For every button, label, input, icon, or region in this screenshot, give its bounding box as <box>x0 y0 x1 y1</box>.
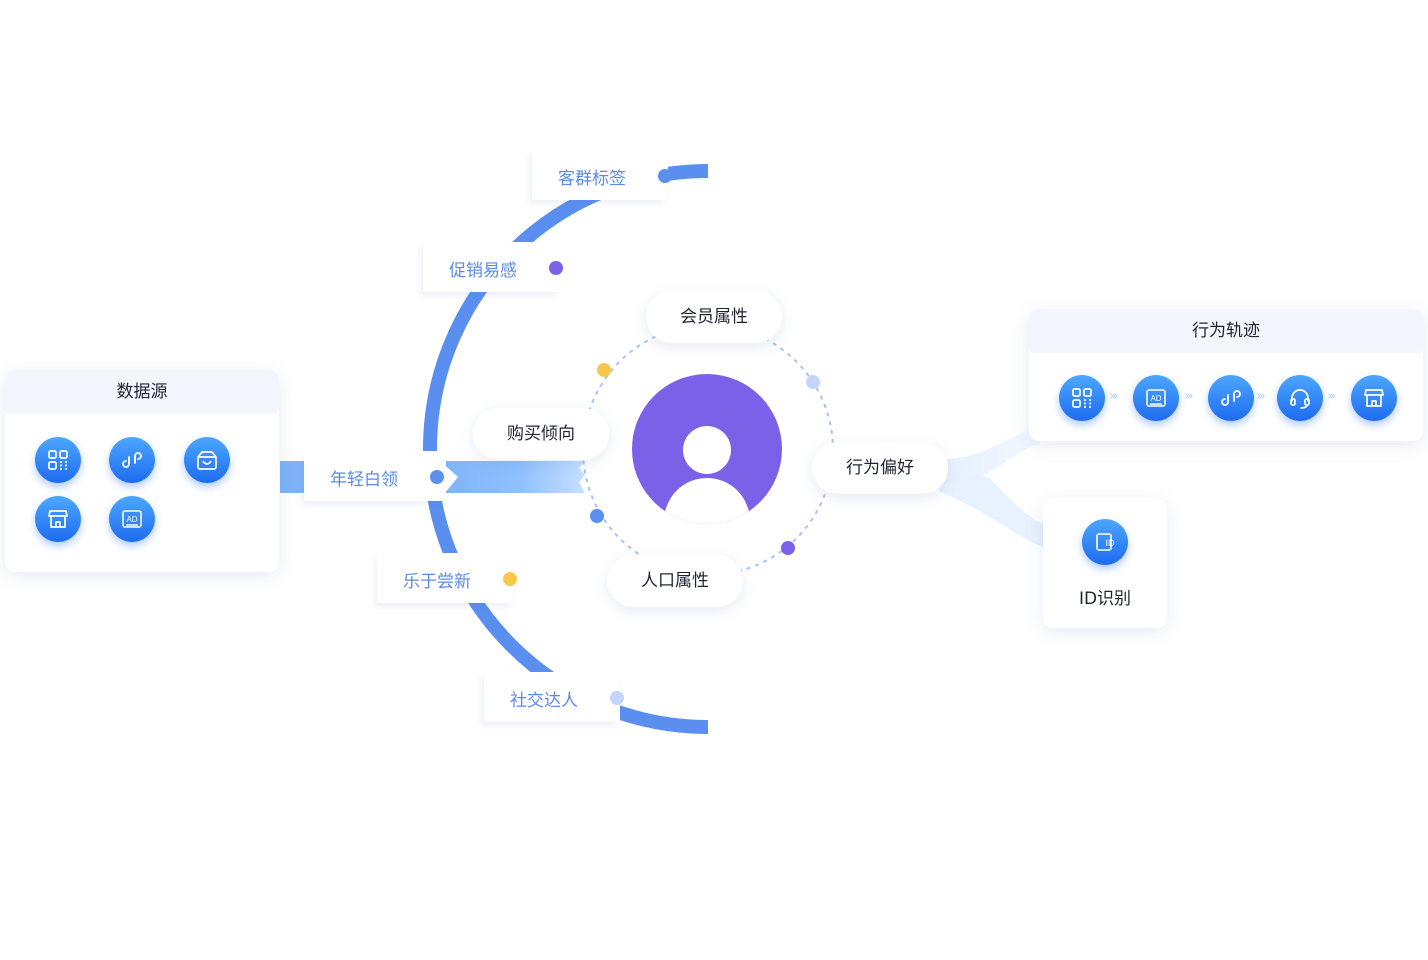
attr-demographics[interactable]: 人口属性 <box>607 555 743 607</box>
attr-purchase-intent[interactable]: 购买倾向 <box>473 408 609 460</box>
tag-label: 客群标签 <box>558 169 626 189</box>
user-icon <box>663 426 751 524</box>
id-card-icon[interactable]: ID <box>1082 519 1128 565</box>
miniprogram-icon[interactable] <box>1208 375 1254 421</box>
tag-dot <box>658 169 672 183</box>
id-recognition-label: ID识别 <box>1078 589 1132 609</box>
right-flow-upper <box>930 425 1040 483</box>
ring-dot-purple <box>781 541 795 555</box>
attr-member[interactable]: 会员属性 <box>646 291 782 343</box>
id-recognition-card: ID ID识别 <box>1043 498 1167 628</box>
tag-label: 社交达人 <box>510 691 578 711</box>
tag-early-adopter[interactable]: 乐于尝新 <box>377 553 517 603</box>
tag-social-influencer[interactable]: 社交达人 <box>484 672 624 722</box>
tag-dot <box>549 261 563 275</box>
svg-text:AD: AD <box>126 515 137 524</box>
behavior-track-card: 行为轨迹 ››› AD ››› ››› ››› <box>1029 309 1423 441</box>
user-avatar <box>632 374 782 524</box>
ring-dot-lightblue <box>806 375 820 389</box>
store-icon[interactable] <box>1351 375 1397 421</box>
store-icon[interactable] <box>35 496 81 542</box>
step-arrow: ››› <box>1256 389 1265 404</box>
step-arrow: ››› <box>1184 389 1193 404</box>
attr-behavior-preference[interactable]: 行为偏好 <box>812 442 948 494</box>
svg-text:ID: ID <box>1106 538 1116 548</box>
tag-label: 促销易感 <box>449 261 517 281</box>
ring-dot-yellow <box>597 363 611 377</box>
behavior-track-title: 行为轨迹 <box>1029 309 1423 353</box>
tag-dot <box>430 470 444 484</box>
tag-young-white-collar[interactable]: 年轻白领 <box>304 451 446 501</box>
headset-icon[interactable] <box>1277 375 1323 421</box>
svg-text:AD: AD <box>1150 394 1161 403</box>
tag-customer-segment[interactable]: 客群标签 <box>532 150 672 200</box>
step-arrow: ››› <box>1109 389 1118 404</box>
ad-icon[interactable]: AD <box>109 496 155 542</box>
tag-label: 乐于尝新 <box>403 572 471 592</box>
tag-promo-sensitive[interactable]: 促销易感 <box>423 242 563 292</box>
tag-dot <box>503 572 517 586</box>
right-flow-lower <box>930 462 1046 548</box>
left-flow-arrow <box>440 461 585 493</box>
bag-icon[interactable] <box>184 437 230 483</box>
tag-dot <box>610 691 624 705</box>
step-arrow: ››› <box>1327 389 1336 404</box>
data-source-title: 数据源 <box>5 370 279 414</box>
data-source-card: 数据源 AD <box>5 370 279 572</box>
tag-label: 年轻白领 <box>330 470 398 490</box>
ring-dot-blue <box>590 509 604 523</box>
miniprogram-icon[interactable] <box>109 437 155 483</box>
grid-qr-icon[interactable] <box>1059 375 1105 421</box>
left-flow-band <box>280 461 304 493</box>
grid-qr-icon[interactable] <box>35 437 81 483</box>
ad-icon[interactable]: AD <box>1133 375 1179 421</box>
